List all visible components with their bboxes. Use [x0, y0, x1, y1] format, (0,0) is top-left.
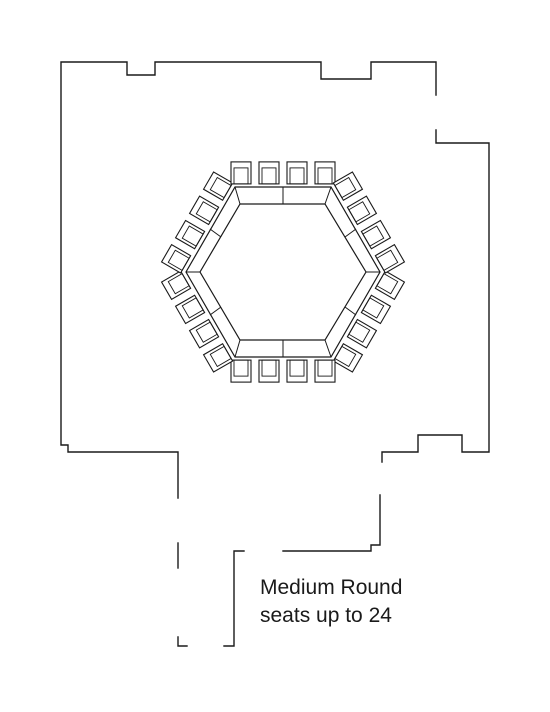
chair-bottom-2: [286, 359, 308, 383]
chair-right-lower-2: [360, 294, 392, 325]
chair-right-upper-3: [360, 219, 392, 250]
chair-bottom-1: [314, 359, 336, 383]
chair-right-upper-1: [332, 171, 364, 202]
wall-corridor: [223, 550, 245, 647]
table-arrangement: [160, 161, 406, 383]
chairs: [160, 161, 406, 383]
chair-bottom-4: [230, 359, 252, 383]
chair-left-lower-4: [160, 270, 192, 301]
chair-right-lower-3: [346, 318, 378, 349]
layout-capacity: seats up to 24: [260, 604, 392, 627]
chair-left-lower-3: [174, 294, 206, 325]
chair-right-lower-1: [374, 270, 406, 301]
wall-east: [381, 129, 490, 463]
table-seams: [186, 186, 380, 358]
wall-north-west: [60, 61, 437, 499]
chair-top-3: [286, 161, 308, 185]
chair-top-4: [314, 161, 336, 185]
chair-right-upper-2: [346, 195, 378, 226]
wall-south-east: [282, 494, 381, 552]
chair-top-1: [230, 161, 252, 185]
chair-right-lower-4: [332, 342, 364, 373]
chair-bottom-3: [258, 359, 280, 383]
room-walls: [60, 61, 490, 647]
chair-top-2: [258, 161, 280, 185]
layout-caption: Medium Round seats up to 24: [260, 574, 402, 630]
chair-left-upper-1: [160, 243, 192, 274]
chair-left-lower-2: [188, 318, 220, 349]
chair-left-upper-2: [174, 219, 206, 250]
chair-left-upper-4: [202, 171, 234, 202]
chair-right-upper-4: [374, 243, 406, 274]
wall-south-west: [177, 636, 188, 647]
chair-left-lower-1: [202, 342, 234, 373]
chair-left-upper-3: [188, 195, 220, 226]
layout-name: Medium Round: [260, 576, 403, 599]
